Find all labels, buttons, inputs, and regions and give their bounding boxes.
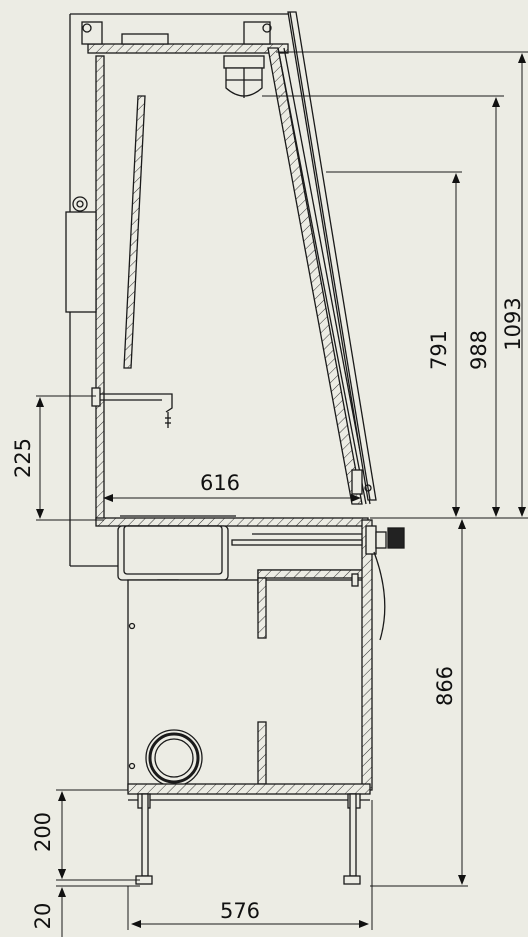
exhaust-box-right xyxy=(243,21,271,45)
worktop xyxy=(95,517,369,527)
side-panel xyxy=(361,519,373,791)
foot-right xyxy=(343,793,361,885)
dim-label-988: 988 xyxy=(467,330,491,370)
lamp-icon xyxy=(223,55,265,98)
sash-frame xyxy=(267,47,363,505)
service-box xyxy=(65,211,97,313)
fan-duct-icon xyxy=(145,729,203,787)
dim-label-1093: 1093 xyxy=(501,297,525,350)
dim-label-200: 200 xyxy=(31,812,55,852)
dim-label-20: 20 xyxy=(31,903,55,930)
dim-label-616: 616 xyxy=(200,471,240,495)
back-wall xyxy=(95,55,105,521)
dim-label-866: 866 xyxy=(433,666,457,706)
control-knob-icon xyxy=(365,525,405,555)
exhaust-box-left xyxy=(81,21,103,45)
gauge-icon xyxy=(72,196,88,212)
roof-panel xyxy=(87,43,289,54)
service-rail xyxy=(231,539,363,546)
foot-left xyxy=(135,793,153,885)
front-glass xyxy=(287,11,377,501)
tap-icon xyxy=(91,387,173,428)
dim-label-225: 225 xyxy=(11,438,35,478)
cabinet-body xyxy=(65,11,405,885)
dimension-lines xyxy=(36,51,528,937)
dim-label-791: 791 xyxy=(427,330,451,370)
rear-baffle xyxy=(123,95,146,369)
power-cable xyxy=(373,551,386,641)
base-frame xyxy=(127,783,371,795)
exhaust-collar xyxy=(121,33,169,45)
dim-label-576: 576 xyxy=(220,899,260,923)
